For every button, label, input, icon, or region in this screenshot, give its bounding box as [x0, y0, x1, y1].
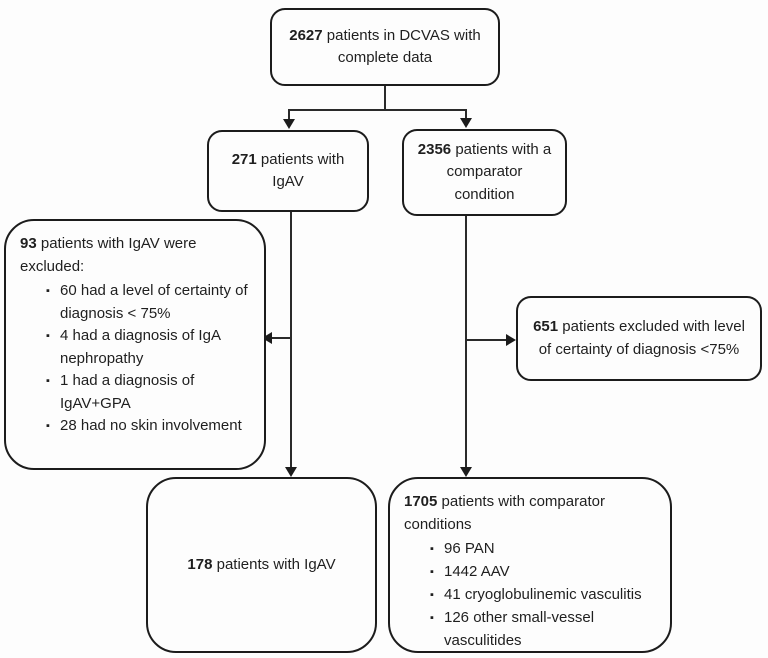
list-item-text: 1 had a diagnosis of IgAV+GPA [60, 372, 195, 412]
list-item-text: 60 had a level of certainty of diagnosis… [60, 282, 248, 322]
patient-count: 1705 [404, 493, 438, 510]
connector-comparator-exclusion-branch [467, 339, 507, 341]
node-igav-final-text: 178 patients with IgAV [175, 550, 347, 581]
patient-count: 651 [533, 318, 559, 335]
arrowhead-down-igav-final [285, 467, 297, 477]
patient-count: 93 [20, 235, 37, 252]
bullet-square-icon: ▪ [46, 420, 50, 432]
list-item-text: 28 had no skin involvement [60, 417, 242, 434]
node-label: patients with a comparator condition [446, 140, 552, 203]
connector-split-bar [288, 109, 467, 111]
list-item: ▪ 1 had a diagnosis of IgAV+GPA [46, 370, 256, 415]
node-label: patients with IgAV were excluded: [20, 235, 197, 275]
list-item: ▪ 60 had a level of certainty of diagnos… [46, 280, 256, 325]
node-comparator-final-header: 1705 patients with comparator conditions [404, 491, 662, 536]
node-igav-exclusions: 93 patients with IgAV were excluded: ▪ 6… [4, 219, 266, 470]
node-igav-exclusions-header: 93 patients with IgAV were excluded: [20, 233, 256, 278]
list-item-text: 126 other small-vessel vasculitides [444, 609, 595, 649]
arrowhead-down-comparator-final [460, 467, 472, 477]
list-item-text: 96 PAN [444, 540, 495, 557]
connector-igav-exclusion-branch [271, 337, 291, 339]
connector-drop-right [465, 109, 467, 119]
patient-count: 271 [231, 150, 257, 168]
node-label: patients with IgAV [216, 555, 336, 573]
patient-count: 2356 [417, 140, 452, 158]
bullet-square-icon: ▪ [46, 330, 50, 342]
node-label: patients in DCVAS with complete data [326, 26, 481, 67]
list-item-text: 4 had a diagnosis of IgA nephropathy [60, 327, 221, 367]
connector-drop-left [288, 109, 290, 120]
comparator-list: ▪ 96 PAN ▪ 1442 AAV ▪ 41 cryoglobulinemi… [430, 538, 662, 652]
list-item: ▪ 126 other small-vessel vasculitides [430, 607, 662, 652]
patient-count: 2627 [289, 26, 323, 44]
bullet-square-icon: ▪ [430, 612, 434, 624]
node-total-patients: 2627 patients in DCVAS with complete dat… [270, 8, 500, 86]
node-igav: 271 patients with IgAV [207, 130, 369, 212]
node-comparator-exclusions: 651 patients excluded with level of cert… [516, 296, 762, 381]
node-igav-text: 271 patients with IgAV [209, 145, 367, 198]
bullet-square-icon: ▪ [46, 375, 50, 387]
connector-top-stem [384, 86, 386, 110]
node-comparator: 2356 patients with a comparator conditio… [402, 129, 567, 216]
list-item-text: 1442 AAV [444, 563, 510, 580]
arrowhead-down-igav [283, 119, 295, 129]
node-label: patients with IgAV [260, 150, 345, 191]
connector-igav-stem [290, 212, 292, 468]
arrowhead-right-comparator-exclusion [506, 334, 516, 346]
exclusion-list: ▪ 60 had a level of certainty of diagnos… [46, 280, 256, 438]
bullet-square-icon: ▪ [430, 543, 434, 555]
list-item-text: 41 cryoglobulinemic vasculitis [444, 586, 642, 603]
bullet-square-icon: ▪ [46, 285, 50, 297]
node-label: patients with comparator conditions [404, 493, 605, 533]
list-item: ▪ 41 cryoglobulinemic vasculitis [430, 584, 662, 607]
node-comparator-final: 1705 patients with comparator conditions… [388, 477, 672, 653]
node-igav-final: 178 patients with IgAV [146, 477, 377, 653]
node-comparator-text: 2356 patients with a comparator conditio… [404, 135, 565, 211]
node-comparator-exclusions-text: 651 patients excluded with level of cert… [518, 312, 760, 365]
patient-count: 178 [187, 555, 213, 573]
bullet-square-icon: ▪ [430, 566, 434, 578]
connector-comparator-stem [465, 216, 467, 468]
node-total-patients-text: 2627 patients in DCVAS with complete dat… [272, 21, 498, 74]
list-item: ▪ 28 had no skin involvement [46, 415, 256, 438]
list-item: ▪ 1442 AAV [430, 561, 662, 584]
bullet-square-icon: ▪ [430, 589, 434, 601]
list-item: ▪ 96 PAN [430, 538, 662, 561]
node-label: patients excluded with level of certaint… [538, 318, 745, 358]
arrowhead-left-igav-exclusion [262, 332, 272, 344]
arrowhead-down-comparator [460, 118, 472, 128]
list-item: ▪ 4 had a diagnosis of IgA nephropathy [46, 325, 256, 370]
